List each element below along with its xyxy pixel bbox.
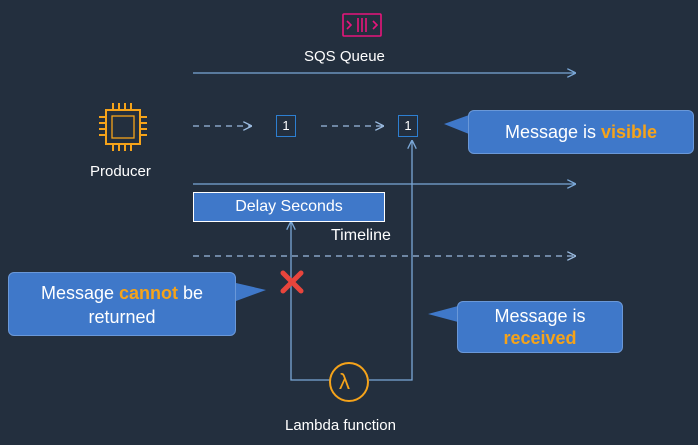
callout-cannot-pointer [236, 283, 266, 301]
timeline-label: Timeline [331, 227, 391, 244]
callout-visible-pointer [444, 115, 469, 134]
callout-line: returned [88, 307, 156, 327]
lambda-poll-success-line [369, 141, 412, 381]
callout-text: Message is [504, 122, 601, 142]
lambda-label: Lambda function [285, 417, 396, 434]
queue-label: SQS Queue [304, 48, 385, 65]
callout-line: Message is [494, 306, 586, 326]
callout-text: Message [40, 283, 119, 303]
delay-seconds-bar: Delay Seconds [193, 192, 385, 222]
callout-line: Message cannot be [9, 281, 235, 305]
callout-highlight: visible [601, 122, 658, 142]
sqs-queue-icon [342, 13, 382, 37]
x-mark-icon [280, 270, 304, 294]
lambda-symbol: λ [339, 369, 350, 394]
callout-message-visible: Message is visible [468, 110, 694, 154]
message-box: 1 [276, 115, 296, 137]
ec2-chip-icon [99, 103, 147, 151]
lambda-poll-fail-line [291, 222, 330, 381]
callout-highlight: received [503, 328, 577, 348]
lambda-icon [329, 362, 369, 402]
producer-label: Producer [90, 163, 151, 180]
callout-message-cannot-be-returned: Message cannot be returned [8, 272, 236, 336]
callout-highlight: cannot [119, 283, 179, 303]
message-box: 1 [398, 115, 418, 137]
callout-received-pointer [428, 306, 458, 322]
callout-message-received: Message is received [457, 301, 623, 353]
callout-text: be [178, 283, 204, 303]
